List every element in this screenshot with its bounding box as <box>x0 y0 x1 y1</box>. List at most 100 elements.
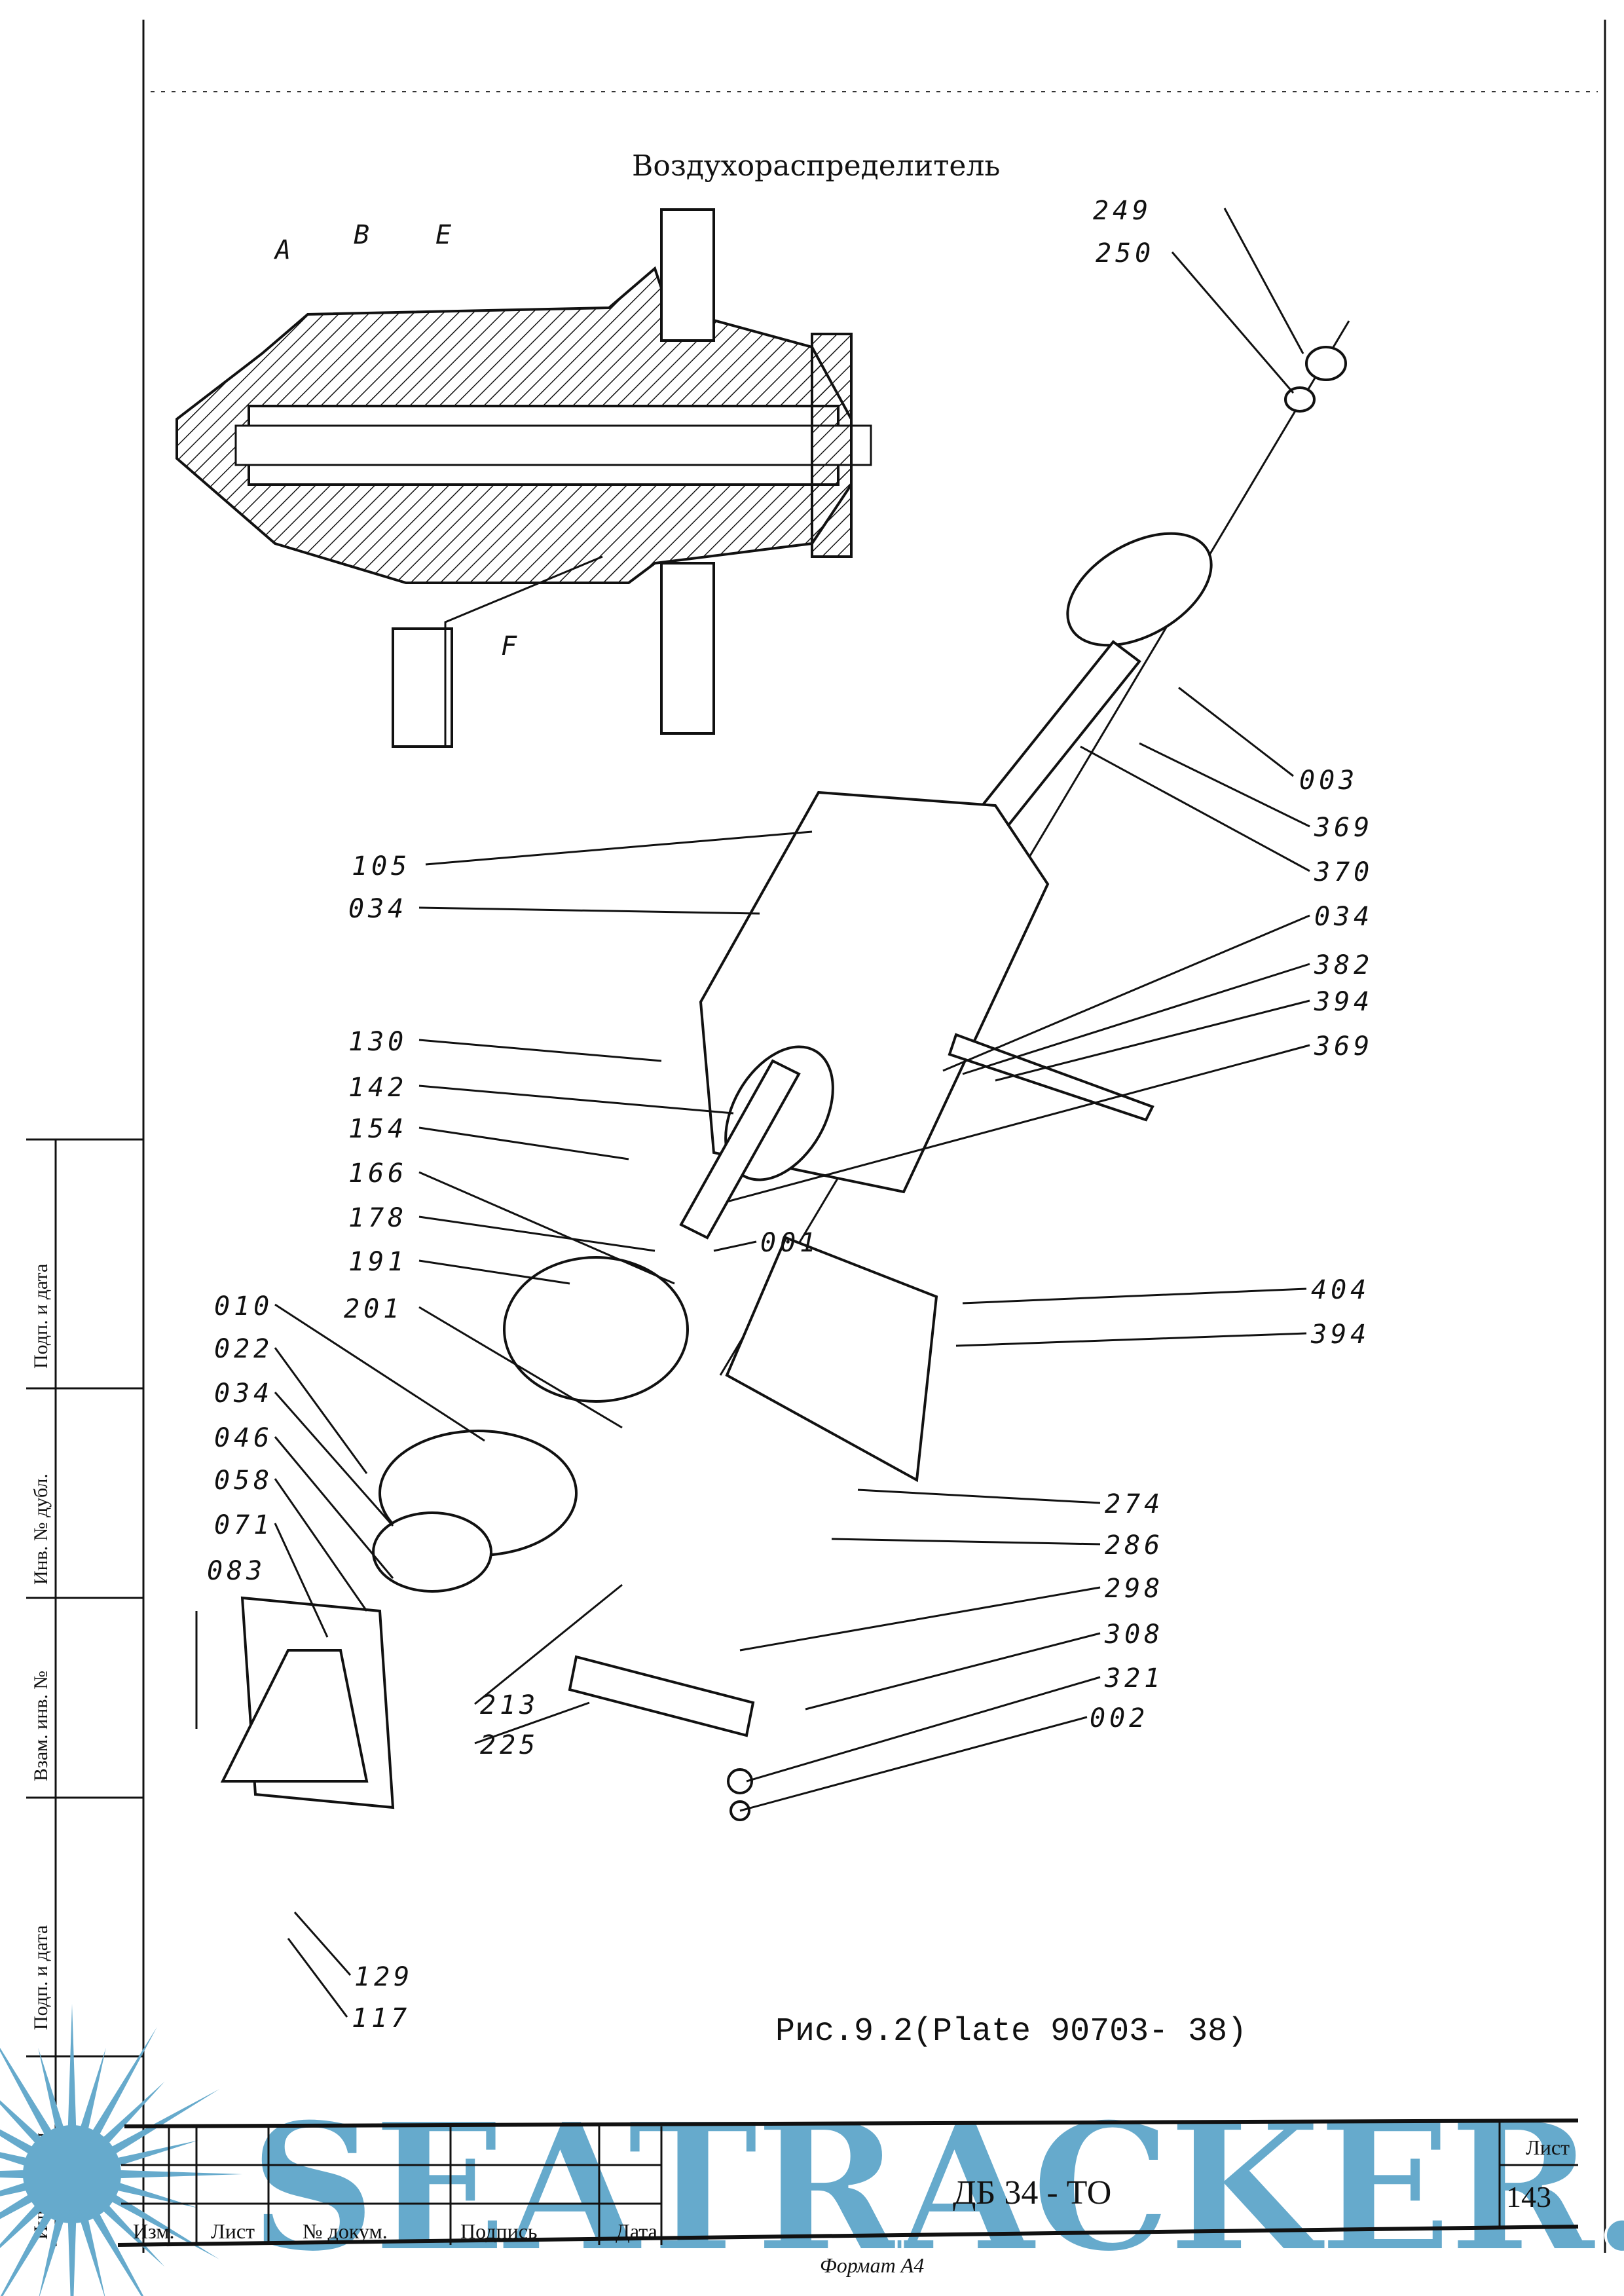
sun-ray <box>0 2170 27 2179</box>
sheet-number: 143 <box>1506 2180 1551 2213</box>
part-label: 286 <box>1105 1530 1164 1561</box>
sun-core <box>23 2125 121 2223</box>
part-label: 249 <box>1093 196 1152 226</box>
leader-line <box>274 1347 368 1474</box>
drawing-title: Воздухораспределитель <box>632 149 1000 183</box>
part-label: 250 <box>1096 238 1154 268</box>
part-label: 083 <box>207 1556 266 1586</box>
leader-line <box>739 1716 1088 1812</box>
leader-line <box>1080 745 1310 872</box>
part-label: 010 <box>214 1291 273 1322</box>
section-letter-e: E <box>435 220 455 250</box>
sun-ray <box>38 2047 65 2132</box>
leader-line <box>831 1538 1101 1546</box>
sun-ray <box>67 2004 77 2129</box>
sunburst-logo <box>0 2004 242 2296</box>
part-label: 034 <box>348 894 407 924</box>
part-label: 003 <box>1299 766 1358 796</box>
sun-ray <box>0 2152 29 2167</box>
part-label: 308 <box>1104 1620 1164 1650</box>
part-label: 002 <box>1090 1703 1149 1733</box>
part-label: 213 <box>480 1690 539 1720</box>
part-labels: 2492500033693700343823943694043942742862… <box>207 196 1373 2033</box>
leader-line <box>274 1478 368 1612</box>
part-label: 129 <box>354 1962 413 1992</box>
part-label: 130 <box>348 1027 407 1057</box>
sun-ray <box>0 2047 53 2137</box>
watermark: SEATRACKER.RU <box>0 2004 1624 2296</box>
leader-line <box>962 1287 1307 1305</box>
part-label: 225 <box>480 1730 539 1760</box>
side-stamp-dup-inv: Инв. № дубл. <box>30 1473 52 1585</box>
exploded-assembly-view <box>220 320 1350 1821</box>
part-label: 117 <box>352 2003 411 2033</box>
col-doc-number: № докум. <box>303 2219 388 2243</box>
part-label: 369 <box>1314 813 1373 843</box>
sheet-frame <box>26 20 1606 2253</box>
leader-lines <box>195 208 1310 2018</box>
part-label: 394 <box>1310 1320 1370 1350</box>
part-label: 166 <box>348 1158 407 1189</box>
leader-line <box>962 963 1310 1075</box>
leader-line <box>418 1126 629 1160</box>
leader-line <box>739 1586 1101 1652</box>
part-label: 369 <box>1314 1031 1373 1062</box>
part-label: 058 <box>214 1466 273 1496</box>
part-label: 201 <box>344 1294 403 1324</box>
part-label: 370 <box>1314 857 1373 887</box>
title-block: Изм. Лист № докум. Подпись Дата ДБ 34 - … <box>117 2119 1579 2277</box>
leader-line <box>418 906 760 915</box>
leader-line <box>418 1171 675 1285</box>
section-letter-f: F <box>501 631 521 661</box>
watermark-text: SEATRACKER.RU <box>249 2083 1624 2291</box>
col-sheet: Лист <box>211 2219 255 2243</box>
sun-ray <box>79 2217 105 2296</box>
leader-line <box>274 1436 394 1579</box>
leader-line <box>1223 208 1304 354</box>
leader-line <box>274 1303 485 1442</box>
part-label: 022 <box>214 1334 273 1364</box>
leader-line <box>274 1392 394 1527</box>
sun-ray <box>91 2212 144 2296</box>
col-change: Изм. <box>133 2219 175 2243</box>
part-label: 178 <box>348 1203 407 1233</box>
sun-ray <box>67 2219 77 2296</box>
col-signature: Подпись <box>460 2219 538 2243</box>
part-label: 404 <box>1311 1275 1370 1305</box>
leader-line <box>955 1332 1307 1347</box>
section-letter-a: A <box>273 235 295 265</box>
leader-line <box>474 1701 590 1745</box>
part-label: 046 <box>214 1423 273 1453</box>
sun-ray <box>0 2129 35 2155</box>
part-label: 034 <box>1314 902 1373 932</box>
part-label: 071 <box>214 1510 273 1540</box>
leader-line <box>274 1523 329 1638</box>
sun-ray <box>0 2100 43 2145</box>
sun-ray <box>79 2047 106 2132</box>
leader-line <box>418 1084 734 1115</box>
leader-line <box>726 1044 1310 1203</box>
sun-ray <box>0 2212 53 2296</box>
leader-line <box>713 1240 757 1252</box>
leader-line <box>1139 742 1310 828</box>
leader-line <box>293 1912 352 1976</box>
paper-format: Формат А4 <box>820 2253 924 2277</box>
col-date: Дата <box>616 2219 657 2243</box>
sun-ray <box>117 2170 242 2179</box>
part-label: 154 <box>348 1114 407 1144</box>
leader-line <box>418 1259 570 1285</box>
part-label: 191 <box>348 1247 407 1277</box>
leader-line <box>474 1583 623 1705</box>
sheet-label: Лист <box>1526 2136 1570 2159</box>
part-label: 298 <box>1105 1574 1164 1604</box>
leader-line <box>425 830 813 866</box>
sun-ray <box>0 2181 29 2196</box>
sun-ray <box>109 2089 220 2155</box>
part-label: 105 <box>352 851 411 881</box>
document-code: ДБ 34 - ТО <box>953 2174 1111 2212</box>
part-label: 382 <box>1314 950 1373 980</box>
sun-ray <box>39 2217 65 2296</box>
sun-ray <box>115 2140 199 2167</box>
leader-line <box>942 914 1310 1072</box>
